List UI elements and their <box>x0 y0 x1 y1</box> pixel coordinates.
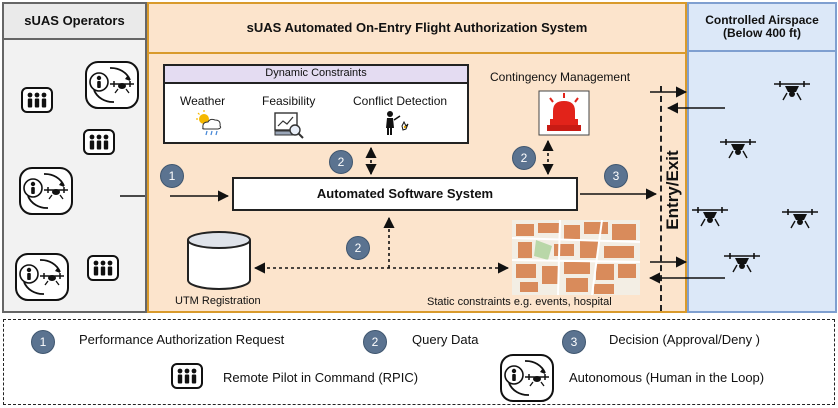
legend-marker-1: 1 <box>31 330 55 354</box>
marker-query-static: 2 <box>346 236 370 260</box>
dynamic-constraints-title: Dynamic Constraints <box>265 67 367 80</box>
legend-box <box>3 319 835 405</box>
legend-rpic-icon <box>171 363 203 389</box>
airspace-title-line2: (Below 400 ft) <box>722 26 801 40</box>
weather-icon <box>196 110 222 136</box>
database-icon <box>187 231 251 290</box>
operators-title: sUAS Operators <box>24 13 125 29</box>
entry-exit-divider <box>660 86 662 311</box>
drone-icon <box>720 139 756 159</box>
feasibility-label: Feasibility <box>262 94 316 108</box>
legend-marker-3: 3 <box>562 330 586 354</box>
rpic-icon <box>21 87 53 113</box>
legend-query-label: Query Data <box>412 332 479 347</box>
automated-software-box: Automated Software System <box>232 177 578 211</box>
legend-autonomous-label: Autonomous (Human in the Loop) <box>569 370 765 385</box>
legend-request-label: Performance Authorization Request <box>79 332 285 347</box>
conflict-detection-icon <box>386 111 409 135</box>
legend-decision-label: Decision (Approval/Deny ) <box>609 332 761 347</box>
feasibility-icon <box>274 112 304 139</box>
static-constraints-label: Static constraints e.g. events, hospital <box>427 296 612 308</box>
legend-rpic-label: Remote Pilot in Command (RPIC) <box>223 370 419 385</box>
airspace-title-line1: Controlled Airspace <box>705 13 819 28</box>
operators-header: sUAS Operators <box>2 2 147 40</box>
siren-icon <box>538 90 590 136</box>
autonomous-operator-icon <box>85 61 139 109</box>
conflict-detection-label: Conflict Detection <box>353 94 448 108</box>
drone-icon <box>782 209 818 229</box>
airspace-header: Controlled Airspace (Below 400 ft) <box>687 2 837 52</box>
autonomous-operator-icon <box>19 167 73 215</box>
drone-icon <box>724 253 760 273</box>
system-title: sUAS Automated On-Entry Flight Authoriza… <box>246 20 588 36</box>
legend-autonomous-icon <box>500 354 554 402</box>
legend-marker-2: 2 <box>363 330 387 354</box>
marker-query-contingency: 2 <box>512 146 536 170</box>
dynamic-constraints-header: Dynamic Constraints <box>163 64 469 84</box>
airspace-panel <box>687 2 837 313</box>
rpic-icon <box>87 255 119 281</box>
utm-registration-label: UTM Registration <box>175 295 261 307</box>
marker-query-dynamic: 2 <box>329 150 353 174</box>
weather-label: Weather <box>180 94 226 108</box>
map-icon <box>512 220 640 295</box>
marker-request: 1 <box>160 164 184 188</box>
autonomous-operator-icon <box>15 253 69 301</box>
rpic-icon <box>83 129 115 155</box>
drone-icon <box>774 81 810 101</box>
marker-decision: 3 <box>604 164 628 188</box>
contingency-label: Contingency Management <box>490 70 631 84</box>
drone-icon <box>692 207 728 227</box>
automated-software-label: Automated Software System <box>316 186 494 202</box>
system-header: sUAS Automated On-Entry Flight Authoriza… <box>147 2 687 54</box>
